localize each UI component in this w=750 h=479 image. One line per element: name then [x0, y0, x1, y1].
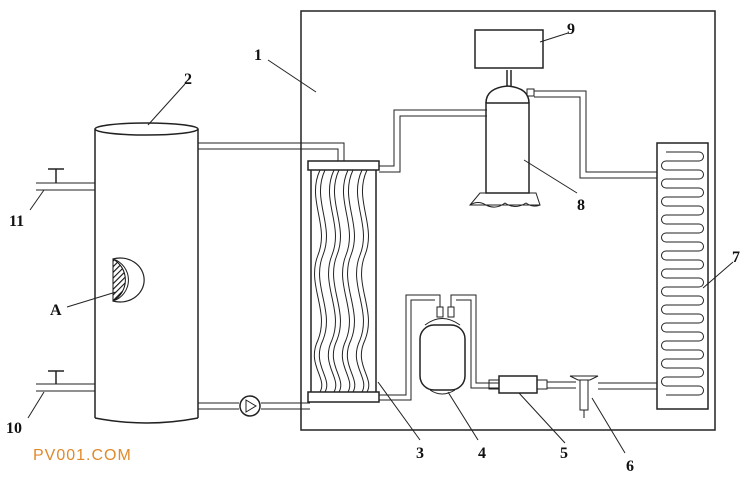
controller-box: [474, 29, 544, 69]
label-a: A: [50, 302, 62, 319]
expansion-valve: [547, 375, 657, 418]
label-1: 1: [254, 47, 262, 64]
label-5: 5: [560, 445, 568, 462]
heat-exchanger: [307, 160, 380, 403]
label-7: 7: [732, 249, 740, 266]
tank-to-exchanger-pipe-bottom: [198, 402, 310, 410]
label-4: 4: [478, 445, 486, 462]
pipe-exchanger-to-compressor: [379, 109, 487, 173]
dryer-filter: [488, 375, 548, 394]
tank-to-exchanger-pipe-top: [198, 142, 345, 161]
watermark-text: PV001.COM: [33, 447, 132, 464]
circulation-pump: [239, 395, 261, 417]
water-tank: [94, 122, 199, 424]
detail-a-hatched-circle: [112, 257, 145, 303]
pipe-11: [36, 168, 95, 191]
label-11: 11: [9, 213, 24, 230]
compressor: [468, 70, 541, 208]
label-2: 2: [184, 71, 192, 88]
pipe-compressor-to-coil: [534, 90, 657, 179]
housing-enclosure: [300, 10, 716, 431]
pipe-exchanger-to-receiver: [379, 294, 499, 401]
label-3: 3: [416, 445, 424, 462]
label-6: 6: [626, 458, 634, 475]
pipe-10: [36, 370, 95, 392]
label-8: 8: [577, 197, 585, 214]
label-10: 10: [6, 420, 22, 437]
receiver-tank: [419, 306, 466, 395]
coil-unit: [656, 142, 709, 410]
leader-lines: [27, 32, 734, 454]
label-9: 9: [567, 21, 575, 38]
